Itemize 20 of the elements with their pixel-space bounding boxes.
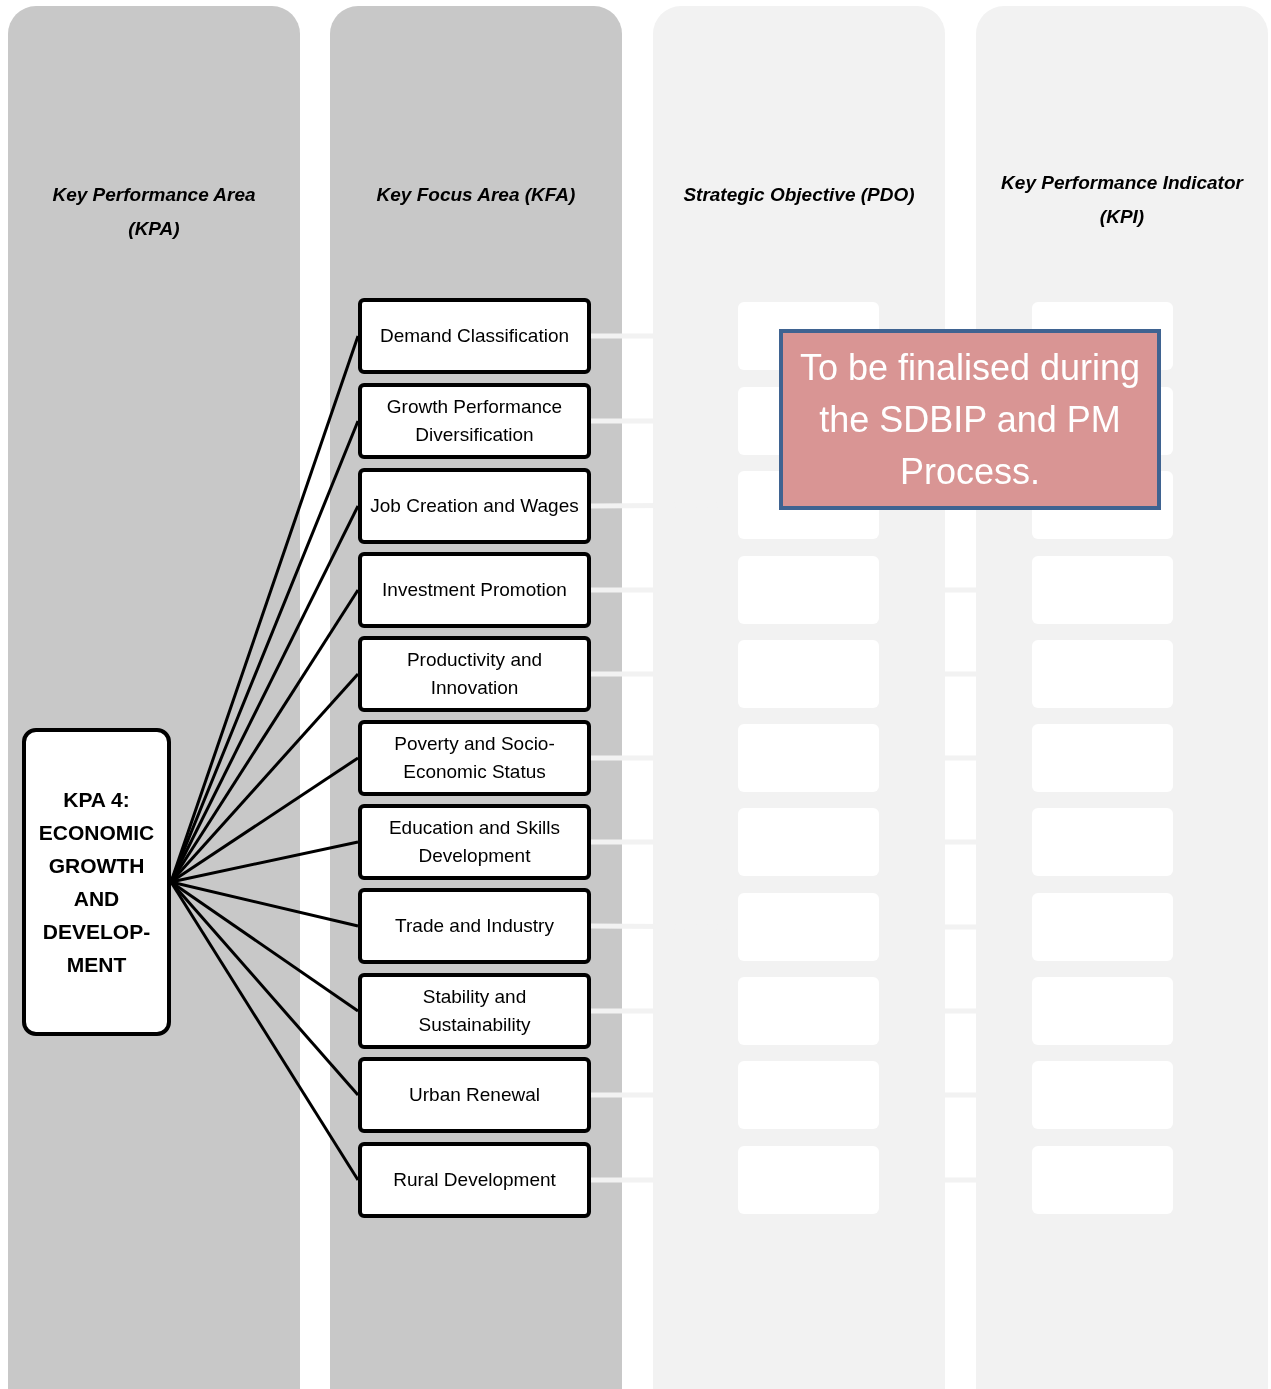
column-band — [8, 6, 300, 1389]
note-tooltip: To be finalised during the SDBIP and PM Process. — [779, 329, 1161, 510]
focus-area-box: Investment Promotion — [358, 552, 591, 628]
focus-area-box: Rural Development — [358, 1142, 591, 1218]
column-heading: Key Performance Area (KPA) — [51, 183, 257, 241]
column-heading: Key Performance Indicator (KPI) — [1000, 171, 1245, 229]
column-heading: Strategic Objective (PDO) — [682, 183, 916, 207]
focus-area-box: Productivity and Innovation — [358, 636, 591, 712]
category-box: KPA 4: ECONOMIC GROWTH AND DEVELOP- MENT — [22, 728, 171, 1036]
focus-area-box: Trade and Industry — [358, 888, 591, 964]
focus-area-box: Demand Classification — [358, 298, 591, 374]
focus-area-box: Poverty and Socio-Economic Status — [358, 720, 591, 796]
focus-area-box: Urban Renewal — [358, 1057, 591, 1133]
focus-area-box: Growth Performance Diversification — [358, 383, 591, 459]
focus-area-box: Job Creation and Wages — [358, 468, 591, 544]
column-band — [330, 6, 622, 1389]
focus-area-box: Education and Skills Development — [358, 804, 591, 880]
column-heading: Key Focus Area (KFA) — [375, 183, 577, 207]
focus-area-box: Stability and Sustainability — [358, 973, 591, 1049]
connector-line — [169, 881, 360, 1181]
